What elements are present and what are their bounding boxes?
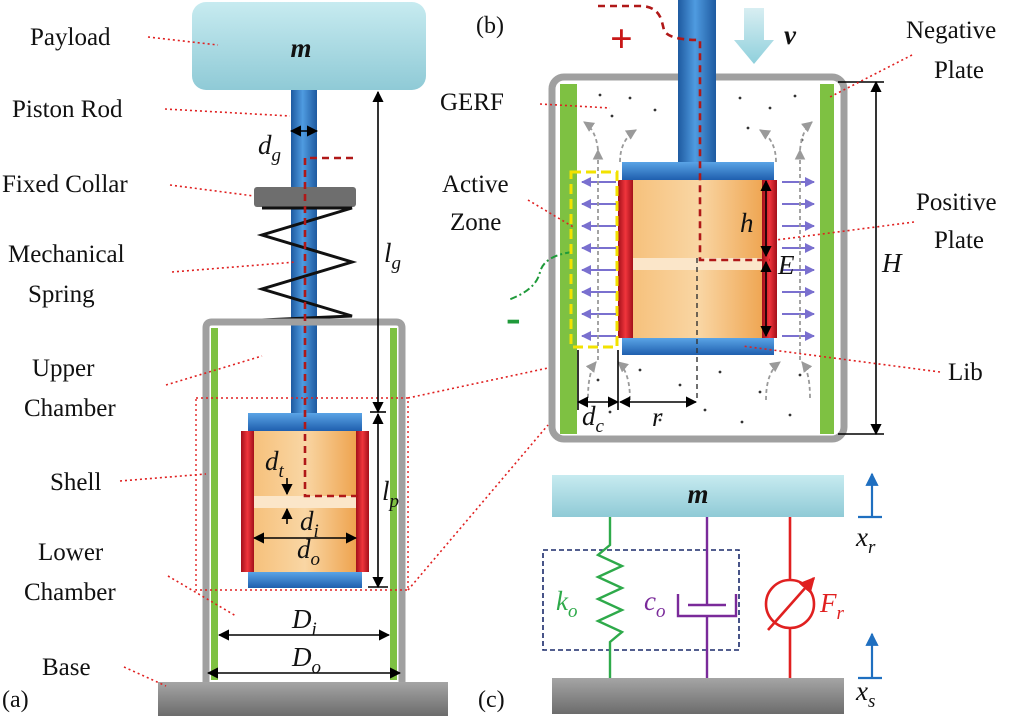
shell: [202, 318, 406, 682]
zoom-line-top: [407, 367, 549, 399]
field-arrows-right: [782, 177, 815, 341]
panel-label-c: (c): [478, 687, 505, 713]
label-mechanical: Mechanical: [8, 241, 125, 268]
label-lp: lp: [382, 476, 399, 512]
label-di: di: [300, 506, 319, 542]
label-lg: lg: [384, 238, 401, 274]
label-active: Active: [442, 171, 509, 198]
damper-co: [676, 517, 738, 678]
piston-rod: [291, 90, 317, 415]
wire-a: [303, 156, 358, 498]
label-dg: dg: [258, 130, 281, 166]
piston-cap-bottom: [248, 572, 362, 588]
label-negative-plate: Plate: [934, 57, 984, 84]
controllable-force-Fr: [764, 517, 816, 678]
label-h: h: [740, 208, 754, 238]
xr-indicator: [858, 472, 882, 519]
passive-element-box: [542, 549, 740, 651]
minus-sign: -: [506, 293, 521, 342]
piston-rod-b: [678, 0, 716, 166]
flow-arrows: [583, 121, 813, 401]
plus-sign: +: [610, 16, 633, 61]
label-E: E: [777, 250, 795, 280]
label-co: co: [644, 586, 665, 622]
label-Fr: Fr: [819, 588, 845, 624]
piston-red-left: [241, 431, 254, 572]
xs-indicator: [858, 632, 882, 680]
label-piston-rod: Piston Rod: [12, 96, 123, 123]
zoom-line-bottom: [407, 424, 549, 591]
piston-cap-bottom-b: [622, 338, 774, 355]
label-xs: xs: [855, 676, 875, 712]
payload-mass-symbol: m: [290, 33, 311, 63]
label-ko: ko: [556, 586, 577, 622]
label-dt: dt: [265, 446, 285, 482]
label-xr: xr: [855, 522, 876, 558]
electrode-right: [390, 328, 397, 680]
panel-c: (c) m ko co Fr xr: [478, 472, 882, 714]
mass-block: [552, 475, 844, 517]
label-lower: Lower: [38, 539, 104, 566]
electrode-left: [211, 328, 218, 680]
gerf-particles: [596, 93, 804, 424]
label-fixed-collar: Fixed Collar: [2, 171, 128, 198]
label-gerf: GERF: [440, 89, 504, 116]
positive-plate-left: [618, 180, 633, 338]
label-do: do: [297, 534, 320, 570]
label-lib: Lib: [948, 359, 983, 386]
label-H: H: [881, 248, 903, 278]
label-shell: Shell: [50, 469, 101, 496]
piston-cap-top-b: [622, 162, 774, 180]
negative-plate-left: [560, 84, 577, 434]
label-lower-chamber: Chamber: [24, 579, 116, 606]
label-Di: Di: [291, 604, 317, 640]
label-spring: Spring: [28, 281, 95, 308]
label-upper-chamber: Chamber: [24, 395, 116, 422]
panel-label-b: (b): [476, 13, 504, 39]
velocity-symbol: v: [784, 20, 797, 50]
velocity-arrow: [734, 8, 774, 64]
panel-a: m dg lg lp d: [2, 2, 549, 716]
label-Do: Do: [291, 642, 321, 678]
piston-gap: [252, 496, 358, 508]
label-zone: Zone: [450, 209, 501, 236]
negative-plate-right: [820, 84, 834, 434]
spring-ko: [595, 517, 625, 678]
label-r: r: [652, 402, 663, 432]
base-block: [552, 678, 844, 714]
zoom-box: [195, 397, 409, 591]
label-positive: Positive: [916, 189, 997, 216]
payload-block: [192, 2, 426, 90]
label-upper: Upper: [32, 355, 95, 382]
label-dc: dc: [582, 401, 605, 437]
label-base: Base: [42, 654, 91, 681]
piston-red-right: [356, 431, 369, 572]
wire-b: [598, 4, 770, 262]
panel-label-a: (a): [2, 687, 29, 713]
base: [158, 682, 448, 716]
active-zone: [569, 170, 619, 349]
field-arrows-left: [581, 177, 616, 341]
label-negative: Negative: [906, 17, 996, 44]
panel-b: (b) + - v: [440, 0, 997, 443]
label-payload: Payload: [30, 24, 111, 51]
mass-symbol: m: [687, 479, 708, 509]
label-positive-plate: Plate: [934, 227, 984, 254]
